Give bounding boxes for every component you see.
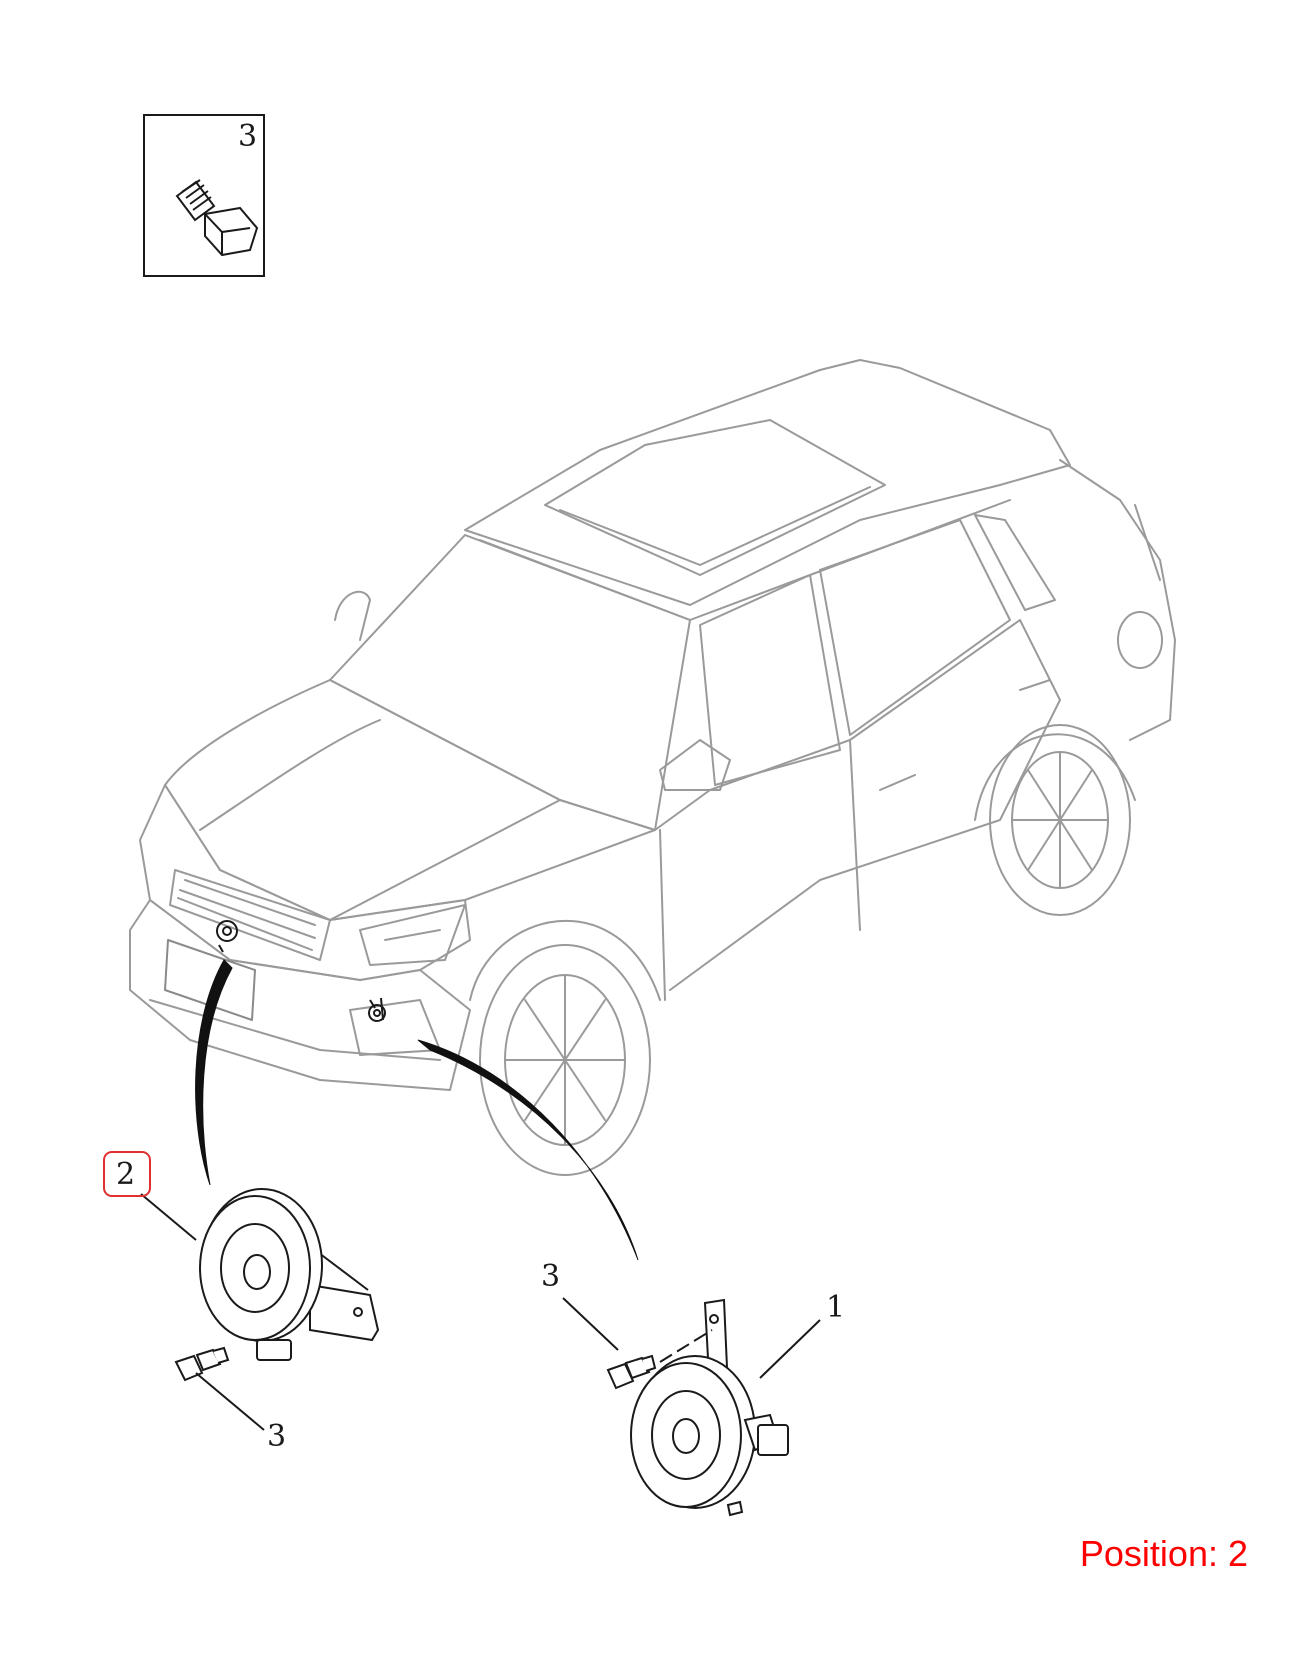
bolt-1-insertion-dash xyxy=(659,1329,713,1363)
horn-part-2 xyxy=(199,1188,380,1361)
horn-1-bolt xyxy=(606,1354,657,1390)
callout-horn-left[interactable]: 2 xyxy=(116,1157,136,1192)
inset-detail-box xyxy=(143,114,265,277)
inset-callout-number: 3 xyxy=(238,119,258,154)
horn-location-marker-right xyxy=(368,997,386,1022)
vehicle-outline xyxy=(129,359,1176,1176)
horn-location-marker-left xyxy=(216,920,238,953)
callout-bolt-right[interactable]: 3 xyxy=(541,1259,561,1294)
leader-swoosh-left xyxy=(195,959,233,1186)
callout-leaders xyxy=(140,1193,821,1431)
position-label: Position: 2 xyxy=(1079,1533,1248,1574)
callout-horn-right[interactable]: 1 xyxy=(826,1290,846,1325)
inset-bolt-illustration xyxy=(175,179,259,257)
horn-2-bolt xyxy=(174,1346,230,1382)
callout-highlight-box xyxy=(103,1151,151,1197)
horn-part-1 xyxy=(630,1298,789,1517)
callout-bolt-left[interactable]: 3 xyxy=(267,1419,287,1454)
leader-swoosh-right xyxy=(417,1039,639,1261)
